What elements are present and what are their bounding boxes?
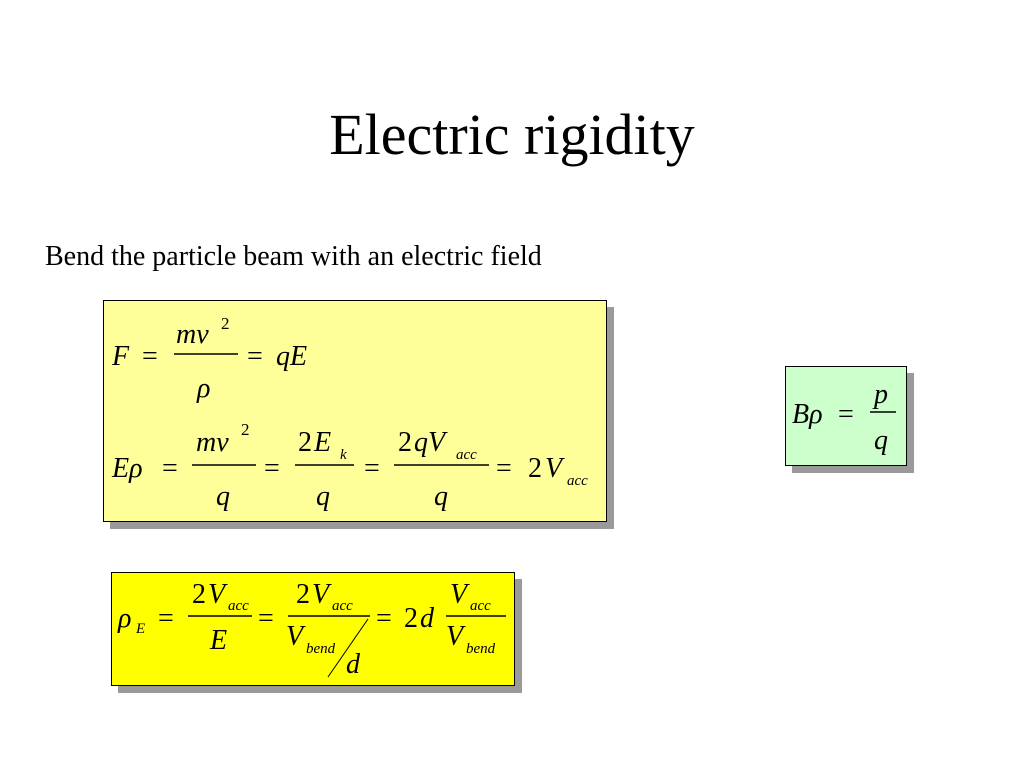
svg-text:bend: bend — [306, 641, 336, 657]
svg-text:p: p — [872, 379, 888, 410]
force-and-rigidity-equations: F = mv 2 ρ = qE Eρ = mv 2 q = 2 E k q = … — [111, 314, 588, 512]
bending-radius-equation: ρ E = 2 V acc E = 2 V acc V bend d = 2 d… — [117, 579, 506, 680]
svg-text:V: V — [450, 579, 470, 610]
svg-text:V: V — [446, 621, 466, 652]
svg-text:=: = — [364, 453, 380, 484]
svg-text:acc: acc — [567, 473, 588, 489]
svg-text:d: d — [420, 603, 435, 634]
svg-text:q: q — [874, 425, 888, 456]
svg-text:=: = — [142, 341, 158, 372]
svg-text:Eρ: Eρ — [111, 453, 143, 484]
svg-text:acc: acc — [456, 447, 477, 463]
svg-text:Bρ: Bρ — [792, 399, 823, 430]
svg-text:qV: qV — [414, 427, 448, 458]
svg-text:bend: bend — [466, 641, 496, 657]
svg-text:k: k — [340, 447, 347, 463]
svg-text:2: 2 — [241, 420, 250, 439]
svg-text:ρ: ρ — [117, 603, 131, 634]
svg-text:2: 2 — [404, 603, 418, 634]
svg-text:mv: mv — [176, 319, 209, 350]
svg-text:2: 2 — [298, 427, 312, 458]
svg-text:acc: acc — [228, 598, 249, 614]
svg-text:V: V — [286, 621, 306, 652]
slide-subtitle: Bend the particle beam with an electric … — [45, 241, 542, 272]
svg-text:=: = — [247, 341, 263, 372]
svg-text:ρ: ρ — [196, 373, 210, 404]
svg-text:E: E — [135, 621, 145, 637]
svg-text:2: 2 — [398, 427, 412, 458]
svg-text:E: E — [313, 427, 331, 458]
equation-box-magnetic-rigidity: Bρ = p q — [785, 366, 907, 466]
svg-text:=: = — [258, 603, 274, 634]
svg-text:V: V — [208, 579, 228, 610]
svg-text:V: V — [312, 579, 332, 610]
equation-box-bending-radius: ρ E = 2 V acc E = 2 V acc V bend d = 2 d… — [111, 572, 515, 686]
svg-text:=: = — [158, 603, 174, 634]
svg-text:d: d — [346, 649, 361, 680]
svg-text:E: E — [209, 625, 227, 656]
svg-text:=: = — [838, 399, 854, 430]
svg-text:q: q — [434, 481, 448, 512]
svg-text:F: F — [111, 341, 130, 372]
slide-title: Electric rigidity — [329, 102, 695, 167]
svg-text:=: = — [376, 603, 392, 634]
equation-box-electric-rigidity: F = mv 2 ρ = qE Eρ = mv 2 q = 2 E k q = … — [103, 300, 607, 522]
svg-text:acc: acc — [332, 598, 353, 614]
svg-text:q: q — [216, 481, 230, 512]
svg-text:V: V — [545, 453, 565, 484]
svg-text:qE: qE — [276, 341, 307, 372]
svg-text:2: 2 — [528, 453, 542, 484]
svg-text:=: = — [264, 453, 280, 484]
svg-text:=: = — [496, 453, 512, 484]
svg-text:2: 2 — [296, 579, 310, 610]
svg-text:2: 2 — [221, 314, 230, 333]
svg-text:2: 2 — [192, 579, 206, 610]
svg-text:mv: mv — [196, 427, 229, 458]
svg-text:acc: acc — [470, 598, 491, 614]
magnetic-rigidity-equation: Bρ = p q — [792, 379, 896, 456]
svg-text:=: = — [162, 453, 178, 484]
svg-text:q: q — [316, 481, 330, 512]
